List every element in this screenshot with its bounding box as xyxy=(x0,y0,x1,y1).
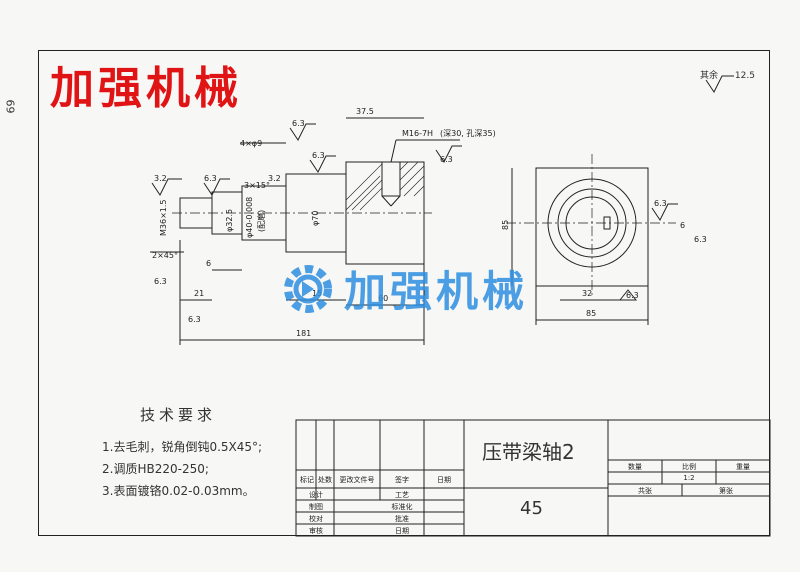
tb-header-date: 日期 xyxy=(437,476,451,484)
dim-181: 181 xyxy=(296,329,311,338)
dim-85-vertical: 85 xyxy=(501,220,510,230)
rough-3-2-a: 3.2 xyxy=(154,174,167,183)
dim-fit-note: (配磨) xyxy=(256,210,266,232)
watermark-text: 加强机械 xyxy=(344,267,529,316)
tb-row-check: 校对 xyxy=(309,515,323,523)
watermark: 加强机械 xyxy=(278,258,528,319)
rough-6-3-i: 6.3 xyxy=(188,315,201,324)
dim-chamfer1: 3×15° xyxy=(244,181,270,190)
dim-thread-main: M16-7H xyxy=(402,129,433,138)
dim-6-keyway: 6 xyxy=(680,221,685,230)
rough-6-3-b: 6.3 xyxy=(312,151,325,160)
dim-21: 21 xyxy=(194,289,204,298)
tb-qty-label: 数量 xyxy=(628,463,642,471)
roughness-label: 其余 xyxy=(700,71,719,81)
dim-shaft-d: φ32.5 xyxy=(225,209,234,232)
rough-6-3-g: 6.3 xyxy=(626,291,639,300)
brand-title: 加强机械 xyxy=(50,63,242,114)
dim-37-5: 37.5 xyxy=(356,107,374,116)
tb-standard: 标准化 xyxy=(391,503,413,511)
tb-date: 日期 xyxy=(395,527,409,535)
dim-body-d: φ70 xyxy=(311,211,320,226)
remaining-roughness: 其余 12.5 xyxy=(700,68,755,81)
tb-header-count: 处数 xyxy=(318,476,332,484)
tb-header-file: 更改文件号 xyxy=(339,476,375,484)
rough-6-3-e: 6.3 xyxy=(654,199,667,208)
tb-row-draft: 制图 xyxy=(309,503,323,511)
dim-thread-d: M36×1.5 xyxy=(159,199,168,236)
dim-6: 6 xyxy=(206,259,211,268)
requirement-2: 2.调质HB220-250; xyxy=(102,462,209,476)
gear-icon xyxy=(284,264,332,313)
tb-sheets-total: 共张 xyxy=(638,487,652,495)
rough-6-3-d: 6.3 xyxy=(440,155,453,164)
tb-scale-value: 1:2 xyxy=(683,474,695,482)
tb-approve: 批准 xyxy=(395,515,409,523)
tb-weight-label: 重量 xyxy=(736,463,750,471)
dim-chamfer2: 2×45° xyxy=(152,251,178,260)
tb-row-design: 设计 xyxy=(309,491,323,499)
rough-6-3-h: 6.3 xyxy=(154,277,167,286)
tb-header-sign: 签字 xyxy=(395,476,409,484)
dim-holes: 4×φ9 xyxy=(240,139,262,148)
rough-6-3-c: 6.3 xyxy=(204,174,217,183)
tb-row-review: 审核 xyxy=(309,527,323,535)
dim-85-horizontal: 85 xyxy=(586,309,596,318)
part-name: 压带梁轴2 xyxy=(482,440,575,464)
title-block xyxy=(295,419,771,537)
rough-3-2-b: 3.2 xyxy=(268,174,281,183)
dim-thread-note: (深30, 孔深35) xyxy=(440,129,496,138)
roughness-value: 12.5 xyxy=(734,71,755,81)
requirements-title: 技术要求 xyxy=(140,406,217,424)
requirement-3: 3.表面镀铬0.02-0.03mm。 xyxy=(102,484,255,498)
requirement-1: 1.去毛刺，锐角倒钝0.5X45°; xyxy=(102,440,263,454)
dim-32: 32 xyxy=(582,289,592,298)
tb-process: 工艺 xyxy=(395,491,409,499)
tb-sheet-no: 第张 xyxy=(719,487,733,495)
rough-6-3-f: 6.3 xyxy=(694,235,707,244)
dim-60: 60 xyxy=(378,294,388,303)
rough-6-3-a: 6.3 xyxy=(292,119,305,128)
material: 45 xyxy=(520,498,543,519)
tb-header-mark: 标记 xyxy=(300,476,314,484)
dim-fit-d: φ40-0.008 xyxy=(245,197,254,238)
tb-scale-label: 比例 xyxy=(682,463,696,471)
